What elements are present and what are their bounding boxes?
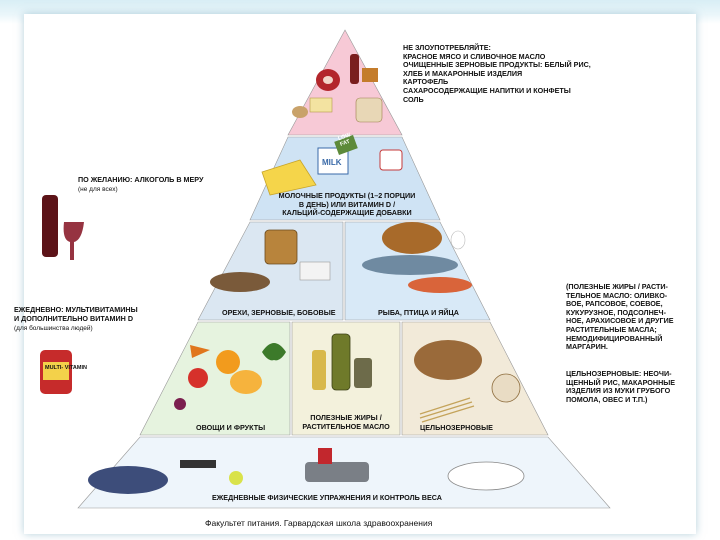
fish-icon <box>362 255 458 275</box>
olive-oil-bottle-icon <box>332 334 350 390</box>
berries-icon <box>174 398 186 410</box>
vegetable-oil-bottle-icon <box>312 350 326 390</box>
butter-icon <box>310 98 332 112</box>
candy-icon <box>362 68 378 82</box>
tier-veg <box>140 322 290 435</box>
grains-label: ЦЕЛЬНОЗЕРНОВЫЕ <box>420 424 493 433</box>
whole-grains-side-label: ЦЕЛЬНОЗЕРНОВЫЕ: НЕОЧИ- ЩЕННЫЙ РИС, МАКАР… <box>566 370 675 404</box>
dinner-plate-icon <box>448 462 524 490</box>
tomato-icon <box>188 368 208 388</box>
red-socks-icon <box>318 448 332 464</box>
dumbbell-icon <box>180 460 216 468</box>
tier-top <box>288 30 402 135</box>
bread-loaf-icon <box>414 340 482 380</box>
healthy-fats-side-label: (ПОЛЕЗНЫЕ ЖИРЫ / РАСТИ- ТЕЛЬНОЕ МАСЛО: О… <box>566 283 674 352</box>
tennis-ball-icon <box>229 471 243 485</box>
multivitamin-bottle-text: MULTI- VITAMIN <box>45 365 87 371</box>
veg-label: ОВОЩИ И ФРУКТЫ <box>196 424 265 433</box>
wine-bottle-icon <box>42 195 58 257</box>
vitamins-note: (для большинства людей) <box>14 325 93 334</box>
exercise-label: ЕЖЕДНЕВНЫЕ ФИЗИЧЕСКИЕ УПРАЖНЕНИЯ И КОНТР… <box>212 494 442 503</box>
fish-label: РЫБА, ПТИЦА И ЯЙЦА <box>378 309 459 318</box>
yogurt-icon <box>380 150 402 170</box>
tofu-icon <box>300 262 330 280</box>
potato-icon <box>292 106 308 118</box>
dairy-label: МОЛОЧНЫЕ ПРОДУКТЫ (1–2 ПОРЦИИ В ДЕНЬ) ИЛ… <box>262 192 432 218</box>
top-warning-label: НЕ ЗЛОУПОТРЕБЛЯЙТЕ: КРАСНОЕ МЯСО И СЛИВО… <box>403 44 591 104</box>
bread-icon <box>356 98 382 122</box>
red-meat-icon <box>316 69 340 91</box>
salmon-icon <box>408 277 472 293</box>
egg-icon <box>451 231 465 249</box>
milk-carton-text: MILK <box>322 158 342 167</box>
alcohol-label: ПО ЖЕЛАНИЮ: АЛКОГОЛЬ В МЕРУ <box>78 176 203 185</box>
rice-bowl-icon <box>492 374 520 402</box>
orange-icon <box>216 350 240 374</box>
vitamins-label: ЕЖЕДНЕВНО: МУЛЬТИВИТАМИНЫ И ДОПОЛНИТЕЛЬН… <box>14 306 138 323</box>
alcohol-note: (не для всех) <box>78 186 118 195</box>
sneakers-icon <box>88 466 168 494</box>
wine-glass-icon <box>62 222 84 260</box>
melon-icon <box>230 370 262 394</box>
tier-grains <box>402 322 548 435</box>
chicken-icon <box>382 222 442 254</box>
soda-bottle-icon <box>350 54 359 84</box>
scale-icon <box>305 462 369 482</box>
peanut-jar-icon <box>265 230 297 264</box>
beans-icon <box>210 272 270 292</box>
olives-jar-icon <box>354 358 372 388</box>
nuts-label: ОРЕХИ, ЗЕРНОВЫЕ, БОБОВЫЕ <box>222 309 336 318</box>
source-caption: Факультет питания. Гарвардская школа здр… <box>205 518 432 528</box>
oils-label: ПОЛЕЗНЫЕ ЖИРЫ / РАСТИТЕЛЬНОЕ МАСЛО <box>296 414 396 431</box>
